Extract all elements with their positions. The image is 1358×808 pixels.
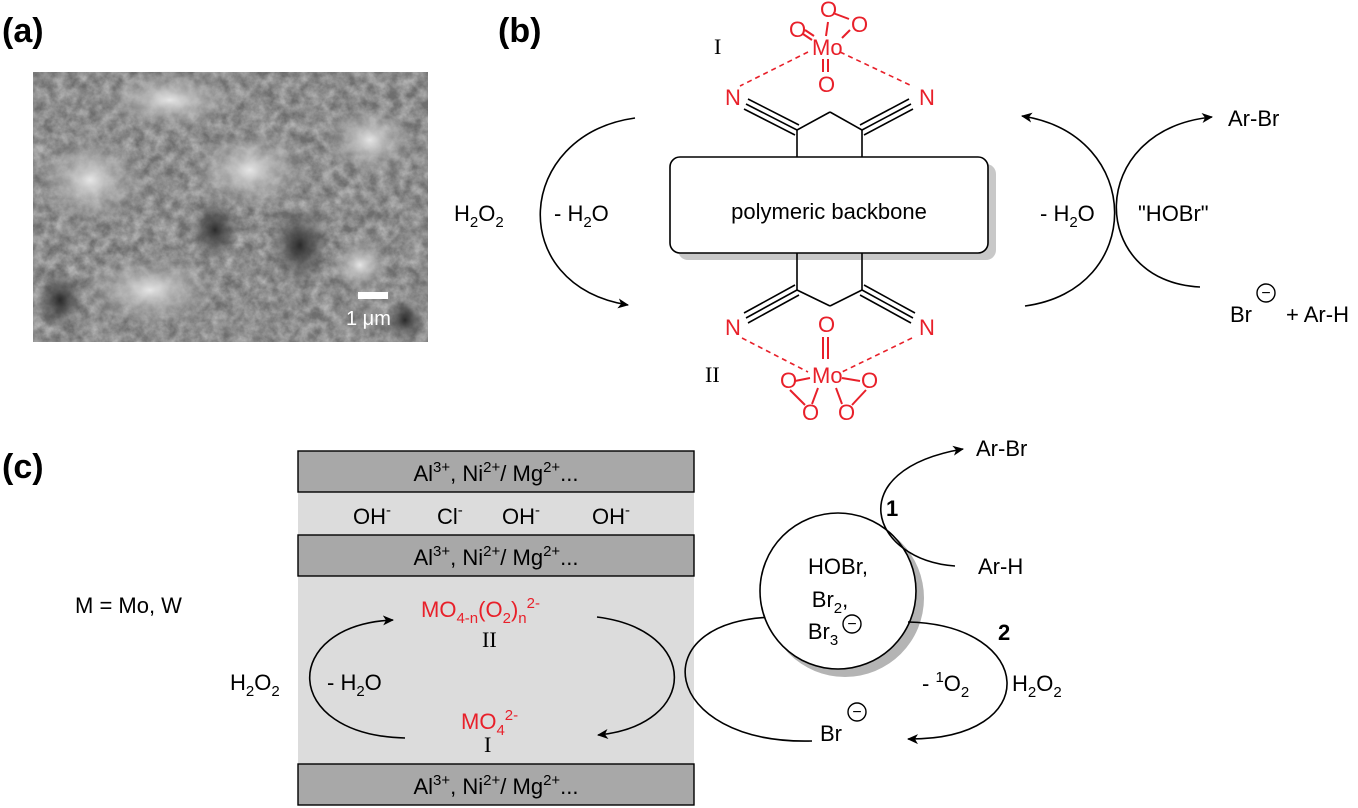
c-bromide-charge-icon: − [847, 702, 867, 722]
molybdate-label-i: I [484, 732, 491, 757]
circle-br3-charge-icon: − [842, 614, 862, 634]
circle-br2: Br2, [812, 587, 848, 617]
c-left-water-loss: - H2O [327, 670, 382, 700]
circle-hobr: HOBr, [808, 554, 868, 579]
b-right-cycle-arrow [1021, 112, 1116, 307]
cation-layer-bottom-label: Al3+, Ni2+/ Mg2+... [413, 772, 578, 799]
top-oxo-left: O [789, 17, 806, 42]
peroxo-label-ii: II [482, 627, 497, 652]
metal-definition: M = Mo, W [75, 593, 182, 618]
b-bromide: Br [1230, 302, 1252, 327]
cation-layer-top: Al3+, Ni2+/ Mg2+... [297, 450, 695, 493]
bottom-nitrile-n-right: N [919, 315, 935, 340]
bottom-nitrile-chain [743, 253, 916, 324]
b-hobr-label: "HOBr" [1138, 201, 1209, 226]
top-peroxo-o2: O [851, 12, 868, 37]
c-product-arbr: Ar-Br [976, 436, 1027, 461]
panel-c-scheme: Al3+, Ni2+/ Mg2+... Al3+, Ni2+/ Mg2+... … [75, 436, 1062, 806]
bottom-nitrile-n-left: N [725, 315, 741, 340]
b-plus-arene: + Ar-H [1286, 302, 1349, 327]
c-ldh-right-arrow [596, 616, 676, 739]
bottom-peroxo-l1: O [780, 368, 797, 393]
anion-2: Cl- [437, 502, 463, 529]
bottom-mo-atom: Mo [812, 363, 843, 388]
cation-layer-middle-label: Al3+, Ni2+/ Mg2+... [413, 543, 578, 570]
b-left-cycle-arrow [539, 117, 636, 309]
panel-b-scheme: I Mo O O O O N N [454, 0, 1349, 425]
c-left-reagent: H2O2 [230, 670, 280, 700]
cation-layer-bottom: Al3+, Ni2+/ Mg2+... [297, 763, 695, 806]
step-1-label: 1 [886, 496, 898, 521]
site-label-i: I [714, 34, 721, 59]
c-right-reagent: H2O2 [1012, 671, 1062, 701]
sem-micrograph: 1 μm [33, 70, 428, 342]
top-mo-atom: Mo [812, 35, 843, 60]
backbone-box [669, 156, 989, 254]
top-nitrile-chain [743, 98, 914, 158]
c-singlet-oxygen-arrow [907, 621, 1008, 745]
bottom-oxo-top: O [818, 312, 835, 337]
c-bromide-to-circle-arrow [684, 612, 813, 742]
step-2-label: 2 [998, 620, 1010, 645]
b-bromide-charge-icon: − [1256, 283, 1276, 303]
c-singlet-oxygen: - 1O2 [922, 669, 969, 701]
top-oxo-bottom: O [818, 72, 835, 97]
cation-layer-middle: Al3+, Ni2+/ Mg2+... [297, 534, 695, 577]
b-bromide-minus: − [1261, 285, 1270, 302]
scale-bar-label: 1 μm [346, 308, 391, 330]
anion-4: OH- [592, 502, 630, 529]
b-product-arbr: Ar-Br [1228, 106, 1279, 131]
panel-label-b: (b) [498, 12, 541, 50]
molybdate-species: MO42- [461, 707, 518, 739]
scale-bar [358, 292, 388, 299]
anion-3: OH- [502, 502, 540, 529]
bromine-species-circle [759, 512, 917, 670]
b-bromination-arrow [1115, 113, 1213, 288]
bottom-peroxo-r2: O [838, 400, 855, 425]
backbone-label: polymeric backbone [731, 199, 927, 224]
c-bromination-arrow [880, 445, 964, 567]
c-arene: Ar-H [978, 554, 1023, 579]
peroxo-species: MO4-n(O2)n2- [421, 595, 540, 627]
b-right-water-loss: - H2O [1040, 201, 1095, 231]
top-nitrile-n-right: N [919, 85, 935, 110]
top-nitrile-n-left: N [725, 85, 741, 110]
circle-br3: Br3 [808, 619, 838, 649]
cation-layer-top-label: Al3+, Ni2+/ Mg2+... [413, 459, 578, 486]
c-left-cycle-arrow [308, 615, 406, 739]
b-left-water-loss: - H2O [554, 201, 609, 231]
bottom-mo-complex: N N O Mo O O O O [725, 312, 935, 425]
panel-label-c: (c) [2, 448, 44, 486]
top-peroxo-o1: O [820, 0, 837, 22]
site-label-ii: II [705, 362, 720, 387]
panel-label-a: (a) [2, 12, 44, 50]
top-mo-complex: Mo O O O O N N [725, 0, 935, 110]
circle-br3-minus: − [847, 616, 856, 633]
c-bromide: Br [820, 721, 842, 746]
b-left-reagent: H2O2 [454, 201, 504, 231]
anion-1: OH- [353, 502, 391, 529]
bottom-peroxo-r1: O [861, 368, 878, 393]
c-bromide-minus: − [852, 704, 861, 721]
bottom-peroxo-l2: O [802, 400, 819, 425]
